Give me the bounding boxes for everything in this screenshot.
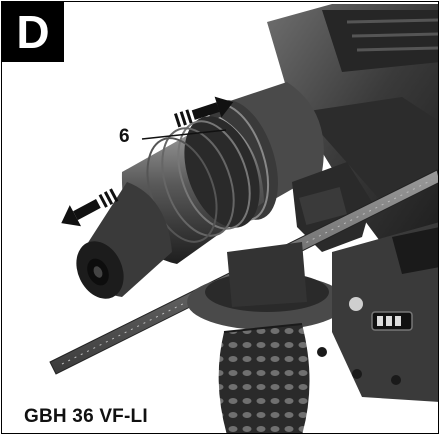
callout-number: 6 <box>119 126 130 147</box>
model-name: GBH 36 VF-LI <box>24 406 148 427</box>
depth-stop-clamp <box>292 162 372 252</box>
hammer-drill-illustration <box>49 4 438 433</box>
figure-label: D <box>2 2 64 62</box>
side-handle-collar <box>187 242 347 330</box>
arrow-left-icon <box>61 188 119 227</box>
handle-grip <box>218 323 310 433</box>
tool-right-body <box>317 222 438 402</box>
arrow-right-icon <box>174 96 234 128</box>
chuck <box>76 116 264 299</box>
callout-leader-line <box>141 129 227 140</box>
